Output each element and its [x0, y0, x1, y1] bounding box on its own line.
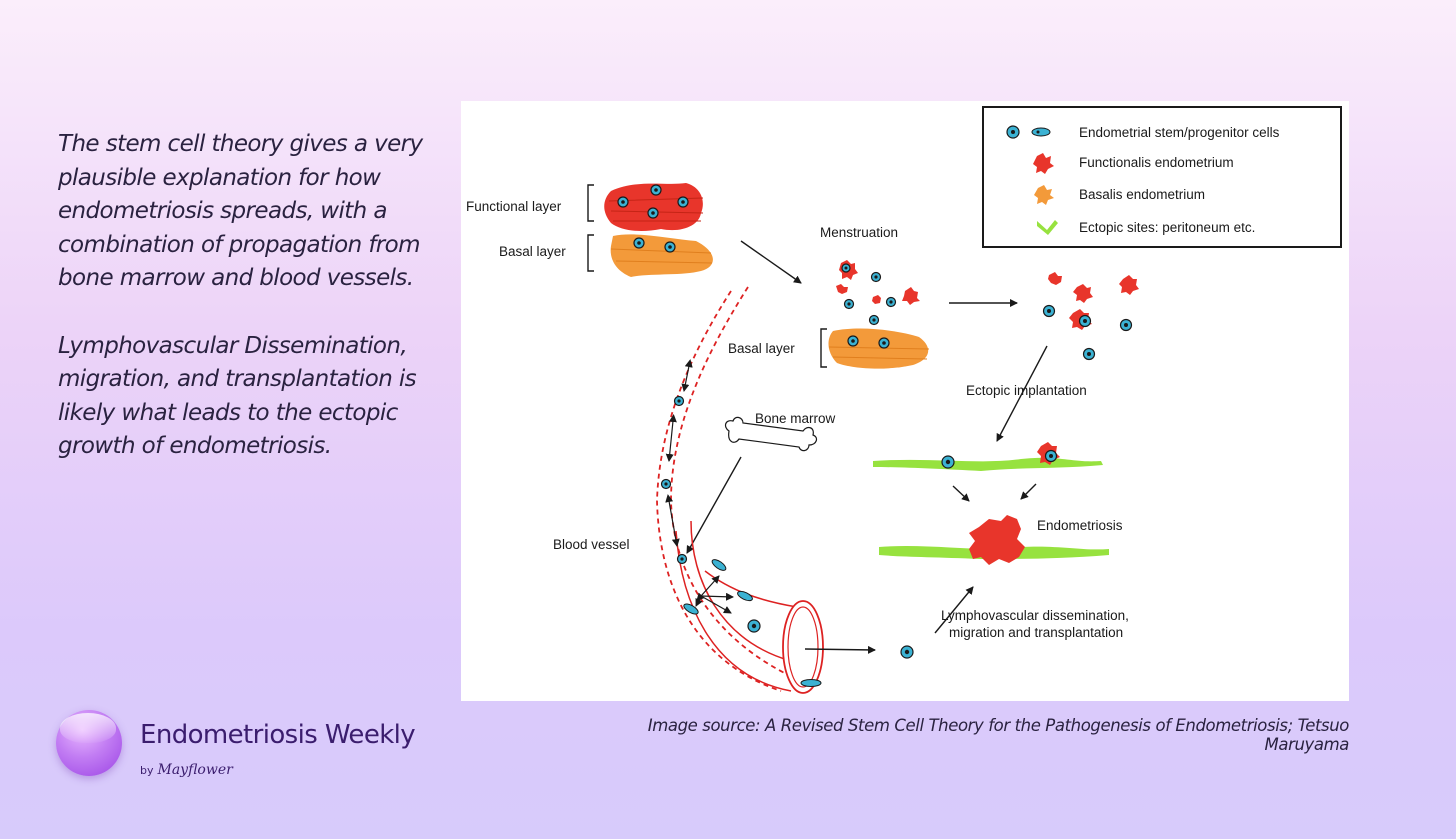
basal-layer-bracket	[587, 234, 594, 272]
arrow-site-left	[952, 485, 970, 502]
legend-label-stem-cells: Endometrial stem/progenitor cells	[1079, 125, 1280, 140]
legend: Endometrial stem/progenitor cells Functi…	[982, 106, 1342, 248]
basal-layer-mid-tissue	[828, 328, 930, 369]
legend-label-functionalis: Functionalis endometrium	[1079, 155, 1234, 170]
basalis-icon	[1034, 185, 1054, 205]
label-bone-marrow: Bone marrow	[755, 411, 836, 426]
legend-label-ectopic: Ectopic sites: peritoneum etc.	[1079, 220, 1255, 235]
label-basal-layer-top: Basal layer	[499, 244, 566, 259]
brand-logo-icon	[56, 710, 122, 776]
stem-cell-icon	[1006, 125, 1051, 139]
endometriosis-lesion	[879, 515, 1109, 565]
functional-layer-tissue	[604, 183, 704, 231]
ectopic-site-upper	[873, 442, 1103, 471]
intro-paragraph-2: Lymphovascular Dissemination, migration,…	[58, 332, 417, 460]
label-functional-layer: Functional layer	[466, 199, 562, 214]
basal-layer-mid-bracket	[820, 328, 827, 368]
label-menstruation: Menstruation	[820, 225, 898, 240]
brand-by-label: by	[140, 764, 154, 777]
blood-vessel	[656, 286, 824, 694]
ectopic-icon	[1037, 220, 1058, 235]
arrow-vessel-out	[804, 645, 876, 654]
basal-layer-tissue	[610, 234, 713, 277]
shed-cells-cluster	[1042, 272, 1139, 361]
legend-label-basalis: Basalis endometrium	[1079, 187, 1205, 202]
arrow-bone-marrow-to-vessel	[686, 456, 742, 554]
label-ectopic-implantation: Ectopic implantation	[966, 383, 1087, 398]
brand-company: Mayflower	[157, 762, 233, 778]
arrow-to-menstruation	[740, 240, 802, 284]
label-lymph-line-2: migration and transplantation	[949, 625, 1123, 640]
stem-cell-theory-diagram: Endometrial stem/progenitor cells Functi…	[461, 101, 1349, 701]
brand-name: Endometriosis Weekly	[140, 720, 416, 750]
arrow-site-right	[1020, 483, 1037, 500]
label-lymph-line-1: Lymphovascular dissemination,	[941, 608, 1129, 623]
bone-marrow-icon	[724, 416, 818, 452]
label-blood-vessel: Blood vessel	[553, 537, 630, 552]
image-source-caption: Image source: A Revised Stem Cell Theory…	[647, 716, 1350, 754]
functional-layer-bracket	[587, 184, 594, 222]
label-basal-layer-mid: Basal layer	[728, 341, 795, 356]
top-stem-cells	[617, 184, 689, 253]
functionalis-icon	[1033, 153, 1054, 174]
label-endometriosis: Endometriosis	[1037, 518, 1123, 533]
arrow-to-endometriosis	[934, 586, 974, 634]
intro-paragraph-1: The stem cell theory gives a very plausi…	[58, 131, 423, 291]
arrow-ectopic-implantation	[996, 345, 1048, 442]
menstruation-debris	[836, 260, 920, 326]
intro-text: The stem cell theory gives a very plausi…	[58, 128, 438, 498]
